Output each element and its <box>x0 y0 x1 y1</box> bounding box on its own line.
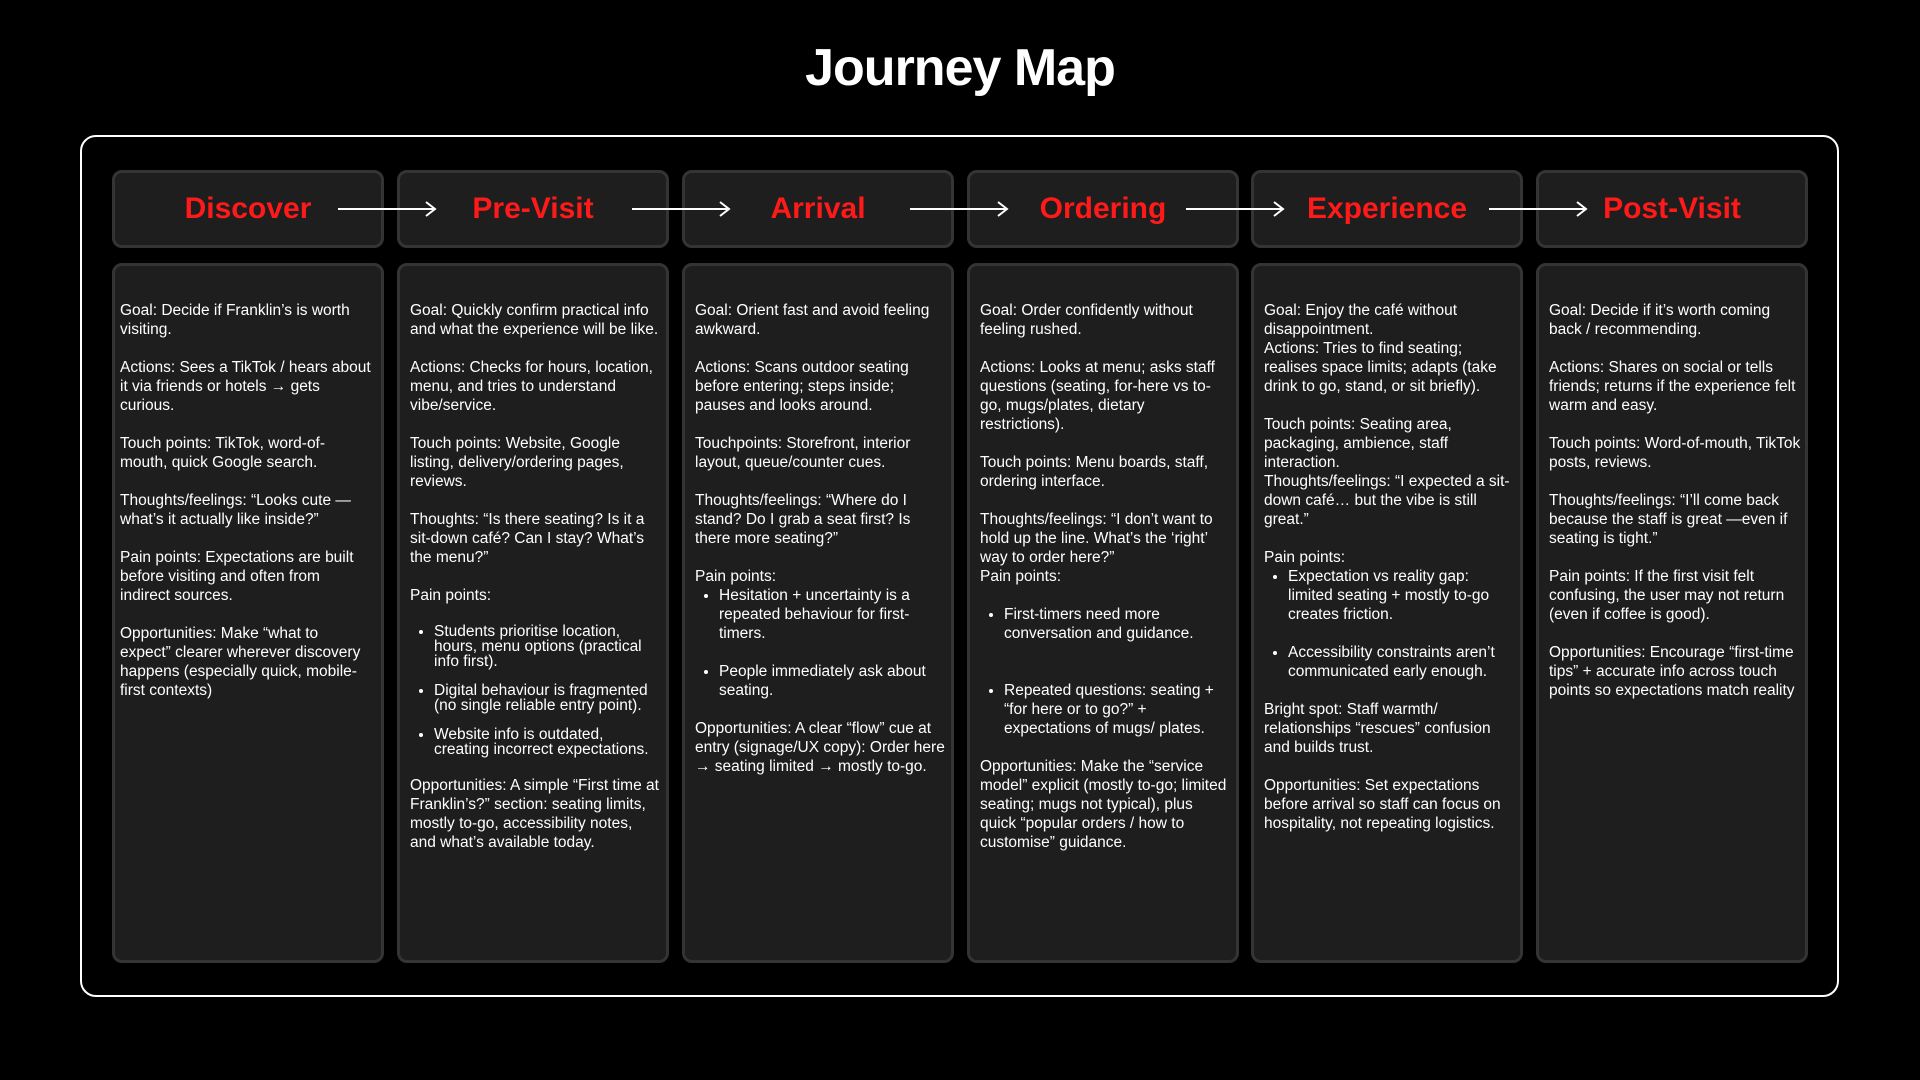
stage-label: Pre-Visit <box>472 192 594 225</box>
touch-points-text: Touch points: Menu boards, staff, orderi… <box>980 454 1209 490</box>
touch-points-text: Touch points: Website, Google listing, d… <box>410 435 624 490</box>
stage-content-arrival: Goal: Orient fast and avoid feeling awkw… <box>695 301 945 795</box>
actions-text: Actions: Tries to find seating; realises… <box>1264 340 1497 395</box>
stage-content-post-visit: Goal: Decide if it’s worth coming back /… <box>1549 301 1801 719</box>
bright-spot-text: Bright spot: Staff warmth/ relationships… <box>1264 701 1491 756</box>
page-title: Journey Map <box>805 39 1116 97</box>
opportunities-text: Opportunities: A clear “flow” cue at ent… <box>695 720 945 775</box>
pain-points-text: Pain points: If the first visit felt con… <box>1549 568 1785 623</box>
stage-label: Ordering <box>1039 192 1167 225</box>
stage-card-arrival <box>682 263 954 963</box>
stage-card-post-visit <box>1536 263 1808 963</box>
arrow-right-icon <box>632 201 731 217</box>
actions-text: Actions: Checks for hours, location, men… <box>410 359 653 414</box>
stage-label: Discover <box>184 192 312 225</box>
stage-card-experience <box>1251 263 1523 963</box>
list-item: Students prioritise location, hours, men… <box>434 624 660 670</box>
thoughts-text: Thoughts: “Is there seating? Is it a sit… <box>410 511 645 566</box>
goal-text: Goal: Decide if it’s worth coming back /… <box>1549 302 1771 338</box>
stage-card-pre-visit <box>397 263 669 963</box>
touch-points-text: Touch points: Seating area, packaging, a… <box>1264 416 1452 471</box>
journey-map-frame <box>80 135 1839 997</box>
list-item: Expectation vs reality gap: limited seat… <box>1288 567 1514 624</box>
opportunities-text: Opportunities: Make “what to expect” cle… <box>120 625 361 699</box>
pain-points-list: Students prioritise location, hours, men… <box>410 624 660 758</box>
touch-points-text: Touch points: Word-of-mouth, TikTok post… <box>1549 435 1801 471</box>
pain-points-heading: Pain points: <box>695 568 776 585</box>
thoughts-text: Thoughts/feelings: “Where do I stand? Do… <box>695 492 911 547</box>
stage-label: Post-Visit <box>1603 192 1741 225</box>
arrow-right-icon <box>1489 201 1588 217</box>
list-item: People immediately ask about seating. <box>719 662 945 700</box>
goal-text: Goal: Quickly confirm practical info and… <box>410 302 659 338</box>
list-item: Repeated questions: seating + “for here … <box>1004 681 1230 738</box>
goal-text: Goal: Order confidently without feeling … <box>980 302 1193 338</box>
stage-header-experience: Experience <box>1251 170 1523 248</box>
stage-header-pre-visit: Pre-Visit <box>397 170 669 248</box>
stage-label: Arrival <box>770 192 866 225</box>
goal-text: Goal: Enjoy the café without disappointm… <box>1264 302 1458 338</box>
pain-points-text: Pain points: Expectations are built befo… <box>120 549 354 604</box>
stage-content-discover: Goal: Decide if Franklin’s is worth visi… <box>120 301 372 719</box>
list-item: Accessibility constraints aren’t communi… <box>1288 643 1514 681</box>
list-item: First-timers need more conversation and … <box>1004 605 1230 643</box>
actions-text: Actions: Shares on social or tells frien… <box>1549 359 1796 414</box>
stage-content-pre-visit: Goal: Quickly confirm practical info and… <box>410 301 660 871</box>
stage-label: Experience <box>1306 192 1468 225</box>
stage-content-ordering: Goal: Order confidently without feeling … <box>980 301 1230 871</box>
goal-text: Goal: Orient fast and avoid feeling awkw… <box>695 302 930 338</box>
opportunities-text: Opportunities: A simple “First time at F… <box>410 777 659 851</box>
pain-points-heading: Pain points: <box>980 568 1061 585</box>
actions-text: Actions: Looks at menu; asks staff quest… <box>980 359 1215 433</box>
pain-points-list: Hesitation + uncertainty is a repeated b… <box>695 586 945 700</box>
pain-points-heading: Pain points: <box>1264 549 1345 566</box>
arrow-right-icon <box>1186 201 1285 217</box>
stage-card-ordering <box>967 263 1239 963</box>
thoughts-text: Thoughts/feelings: “I expected a sit-dow… <box>1264 473 1510 528</box>
pain-points-heading: Pain points: <box>410 587 491 604</box>
pain-points-list: Expectation vs reality gap: limited seat… <box>1264 567 1514 681</box>
thoughts-text: Thoughts/feelings: “I’ll come back becau… <box>1549 492 1788 547</box>
goal-text: Goal: Decide if Franklin’s is worth visi… <box>120 302 350 338</box>
stage-header-ordering: Ordering <box>967 170 1239 248</box>
thoughts-text: Thoughts/feelings: “I don’t want to hold… <box>980 511 1213 566</box>
thoughts-text: Thoughts/feelings: “Looks cute —what’s i… <box>120 492 351 528</box>
stage-content-experience: Goal: Enjoy the café without disappointm… <box>1264 301 1514 852</box>
list-item: Digital behaviour is fragmented (no sing… <box>434 683 660 714</box>
touch-points-text: Touchpoints: Storefront, interior layout… <box>695 435 911 471</box>
actions-text: Actions: Sees a TikTok / hears about it … <box>120 359 371 414</box>
list-item: Website info is outdated, creating incor… <box>434 727 660 758</box>
list-item: Hesitation + uncertainty is a repeated b… <box>719 586 945 643</box>
actions-text: Actions: Scans outdoor seating before en… <box>695 359 909 414</box>
arrow-right-icon <box>338 201 437 217</box>
arrow-right-icon <box>910 201 1009 217</box>
opportunities-text: Opportunities: Make the “service model” … <box>980 758 1227 851</box>
opportunities-text: Opportunities: Encourage “first-time tip… <box>1549 644 1795 699</box>
touch-points-text: Touch points: TikTok, word-of-mouth, qui… <box>120 435 326 471</box>
stage-card-discover <box>112 263 384 963</box>
opportunities-text: Opportunities: Set expectations before a… <box>1264 777 1501 832</box>
pain-points-list: First-timers need more conversation and … <box>980 605 1230 738</box>
